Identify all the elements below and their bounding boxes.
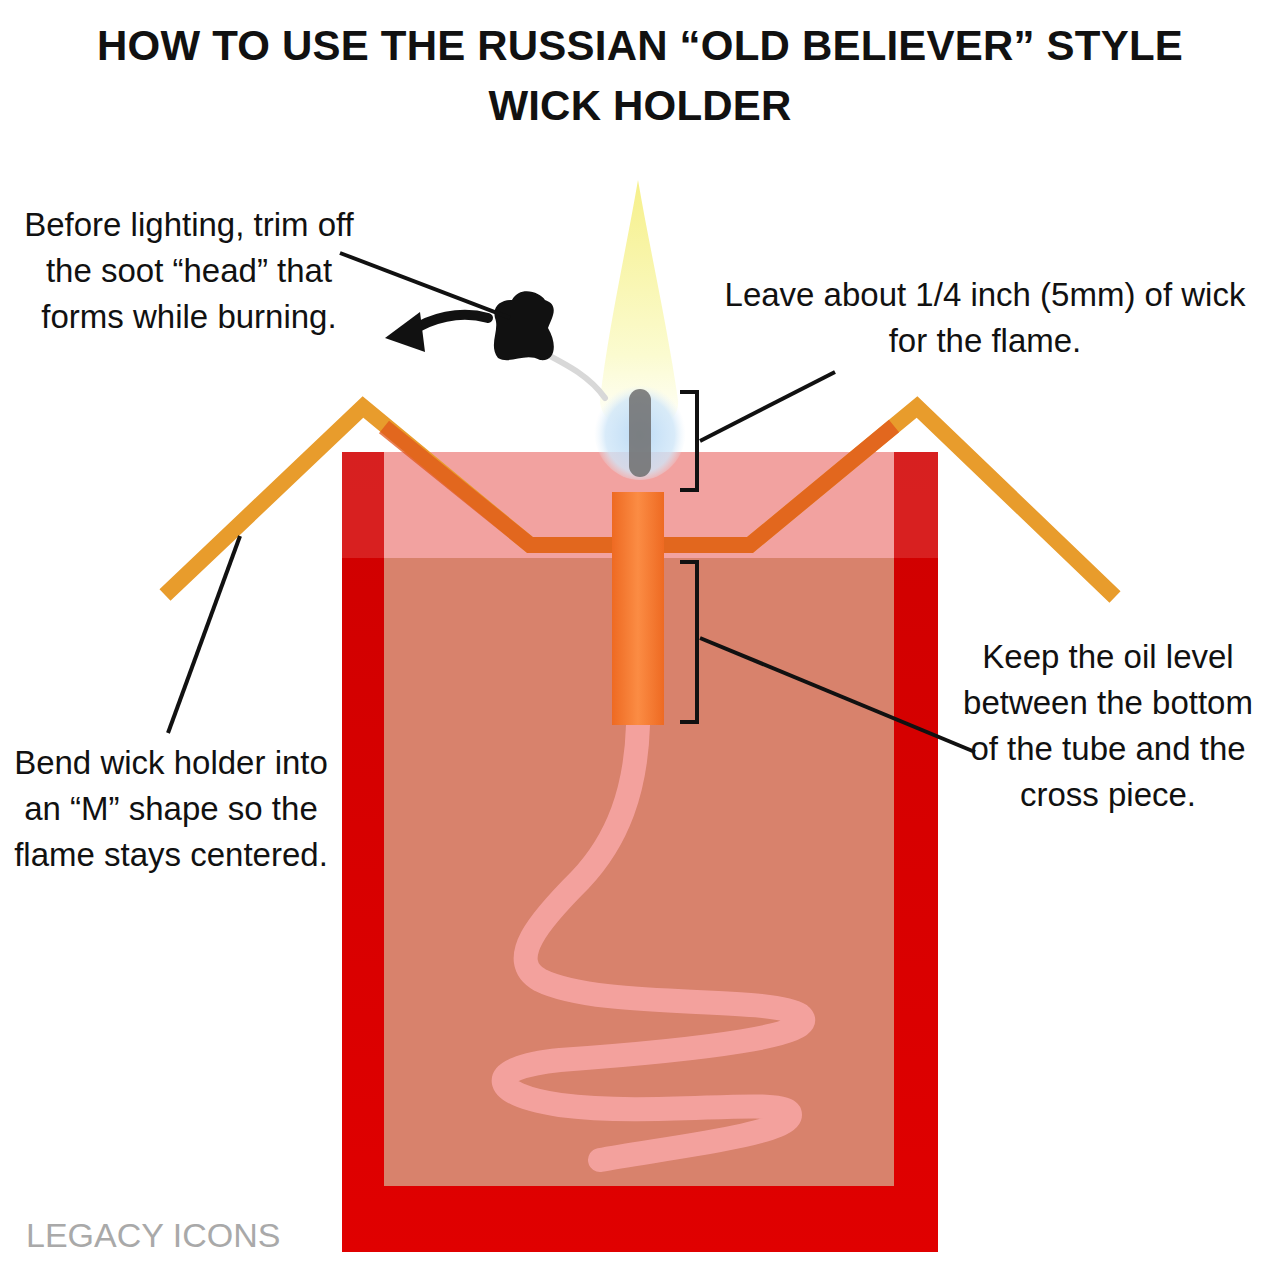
glass-rim: [342, 452, 384, 558]
arrow-head: [385, 312, 425, 352]
bracket: [680, 392, 697, 490]
wick: [504, 725, 804, 1160]
watermark: LEGACY ICONS: [26, 1216, 346, 1255]
glass-rim: [894, 452, 938, 558]
leader-line: [700, 372, 835, 441]
wick-tube: [612, 492, 664, 725]
flame-base: [594, 380, 686, 480]
callout-note: Before lighting, trim off the soot “head…: [24, 202, 354, 340]
lamp-glass: [342, 452, 938, 1252]
callout-note: Keep the oil level between the bottom of…: [948, 634, 1268, 818]
callout-note: Bend wick holder into an “M” shape so th…: [8, 740, 334, 878]
leader-line: [168, 536, 240, 733]
leader-line: [700, 638, 975, 752]
wick-tip: [629, 400, 651, 466]
title: HOW TO USE THE RUSSIAN “OLD BELIEVER” ST…: [60, 16, 1220, 136]
callout-note: Leave about 1/4 inch (5mm) of wick for t…: [718, 272, 1252, 364]
bracket: [680, 562, 697, 722]
soot-head: [494, 291, 554, 360]
leader-line: [340, 253, 510, 318]
